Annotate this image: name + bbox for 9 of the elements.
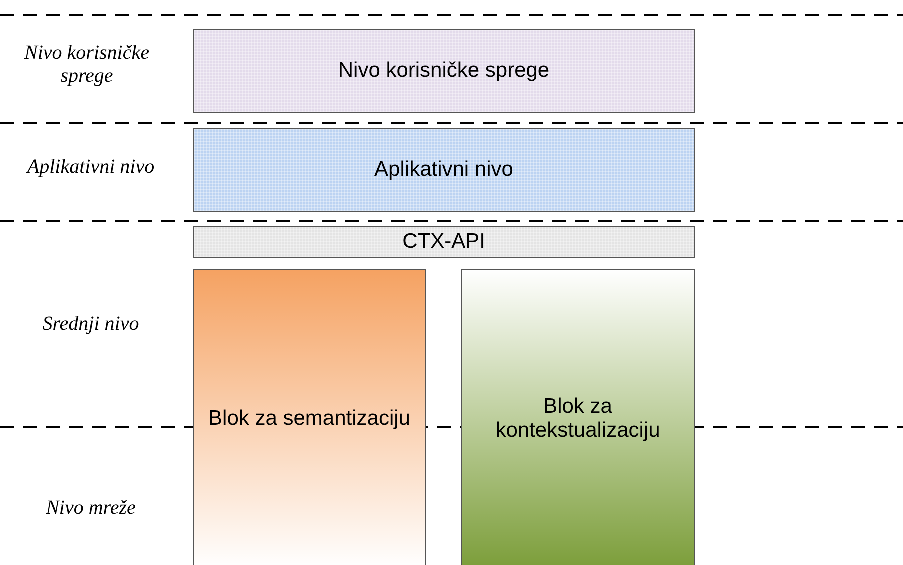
layer-box: Nivo korisničke sprege [193, 29, 695, 113]
level-label: Nivo korisničke sprege [23, 42, 150, 88]
layer-box: Aplikativni nivo [193, 128, 695, 212]
level-label: Nivo mreže [45, 497, 137, 520]
block-box: Blok za kontekstualizaciju [461, 269, 695, 565]
level-label: Aplikativni nivo [25, 156, 156, 179]
block-box: Blok za semantizaciju [193, 269, 426, 565]
api-bar: CTX-API [193, 226, 695, 258]
level-label: Srednji nivo [42, 313, 140, 336]
